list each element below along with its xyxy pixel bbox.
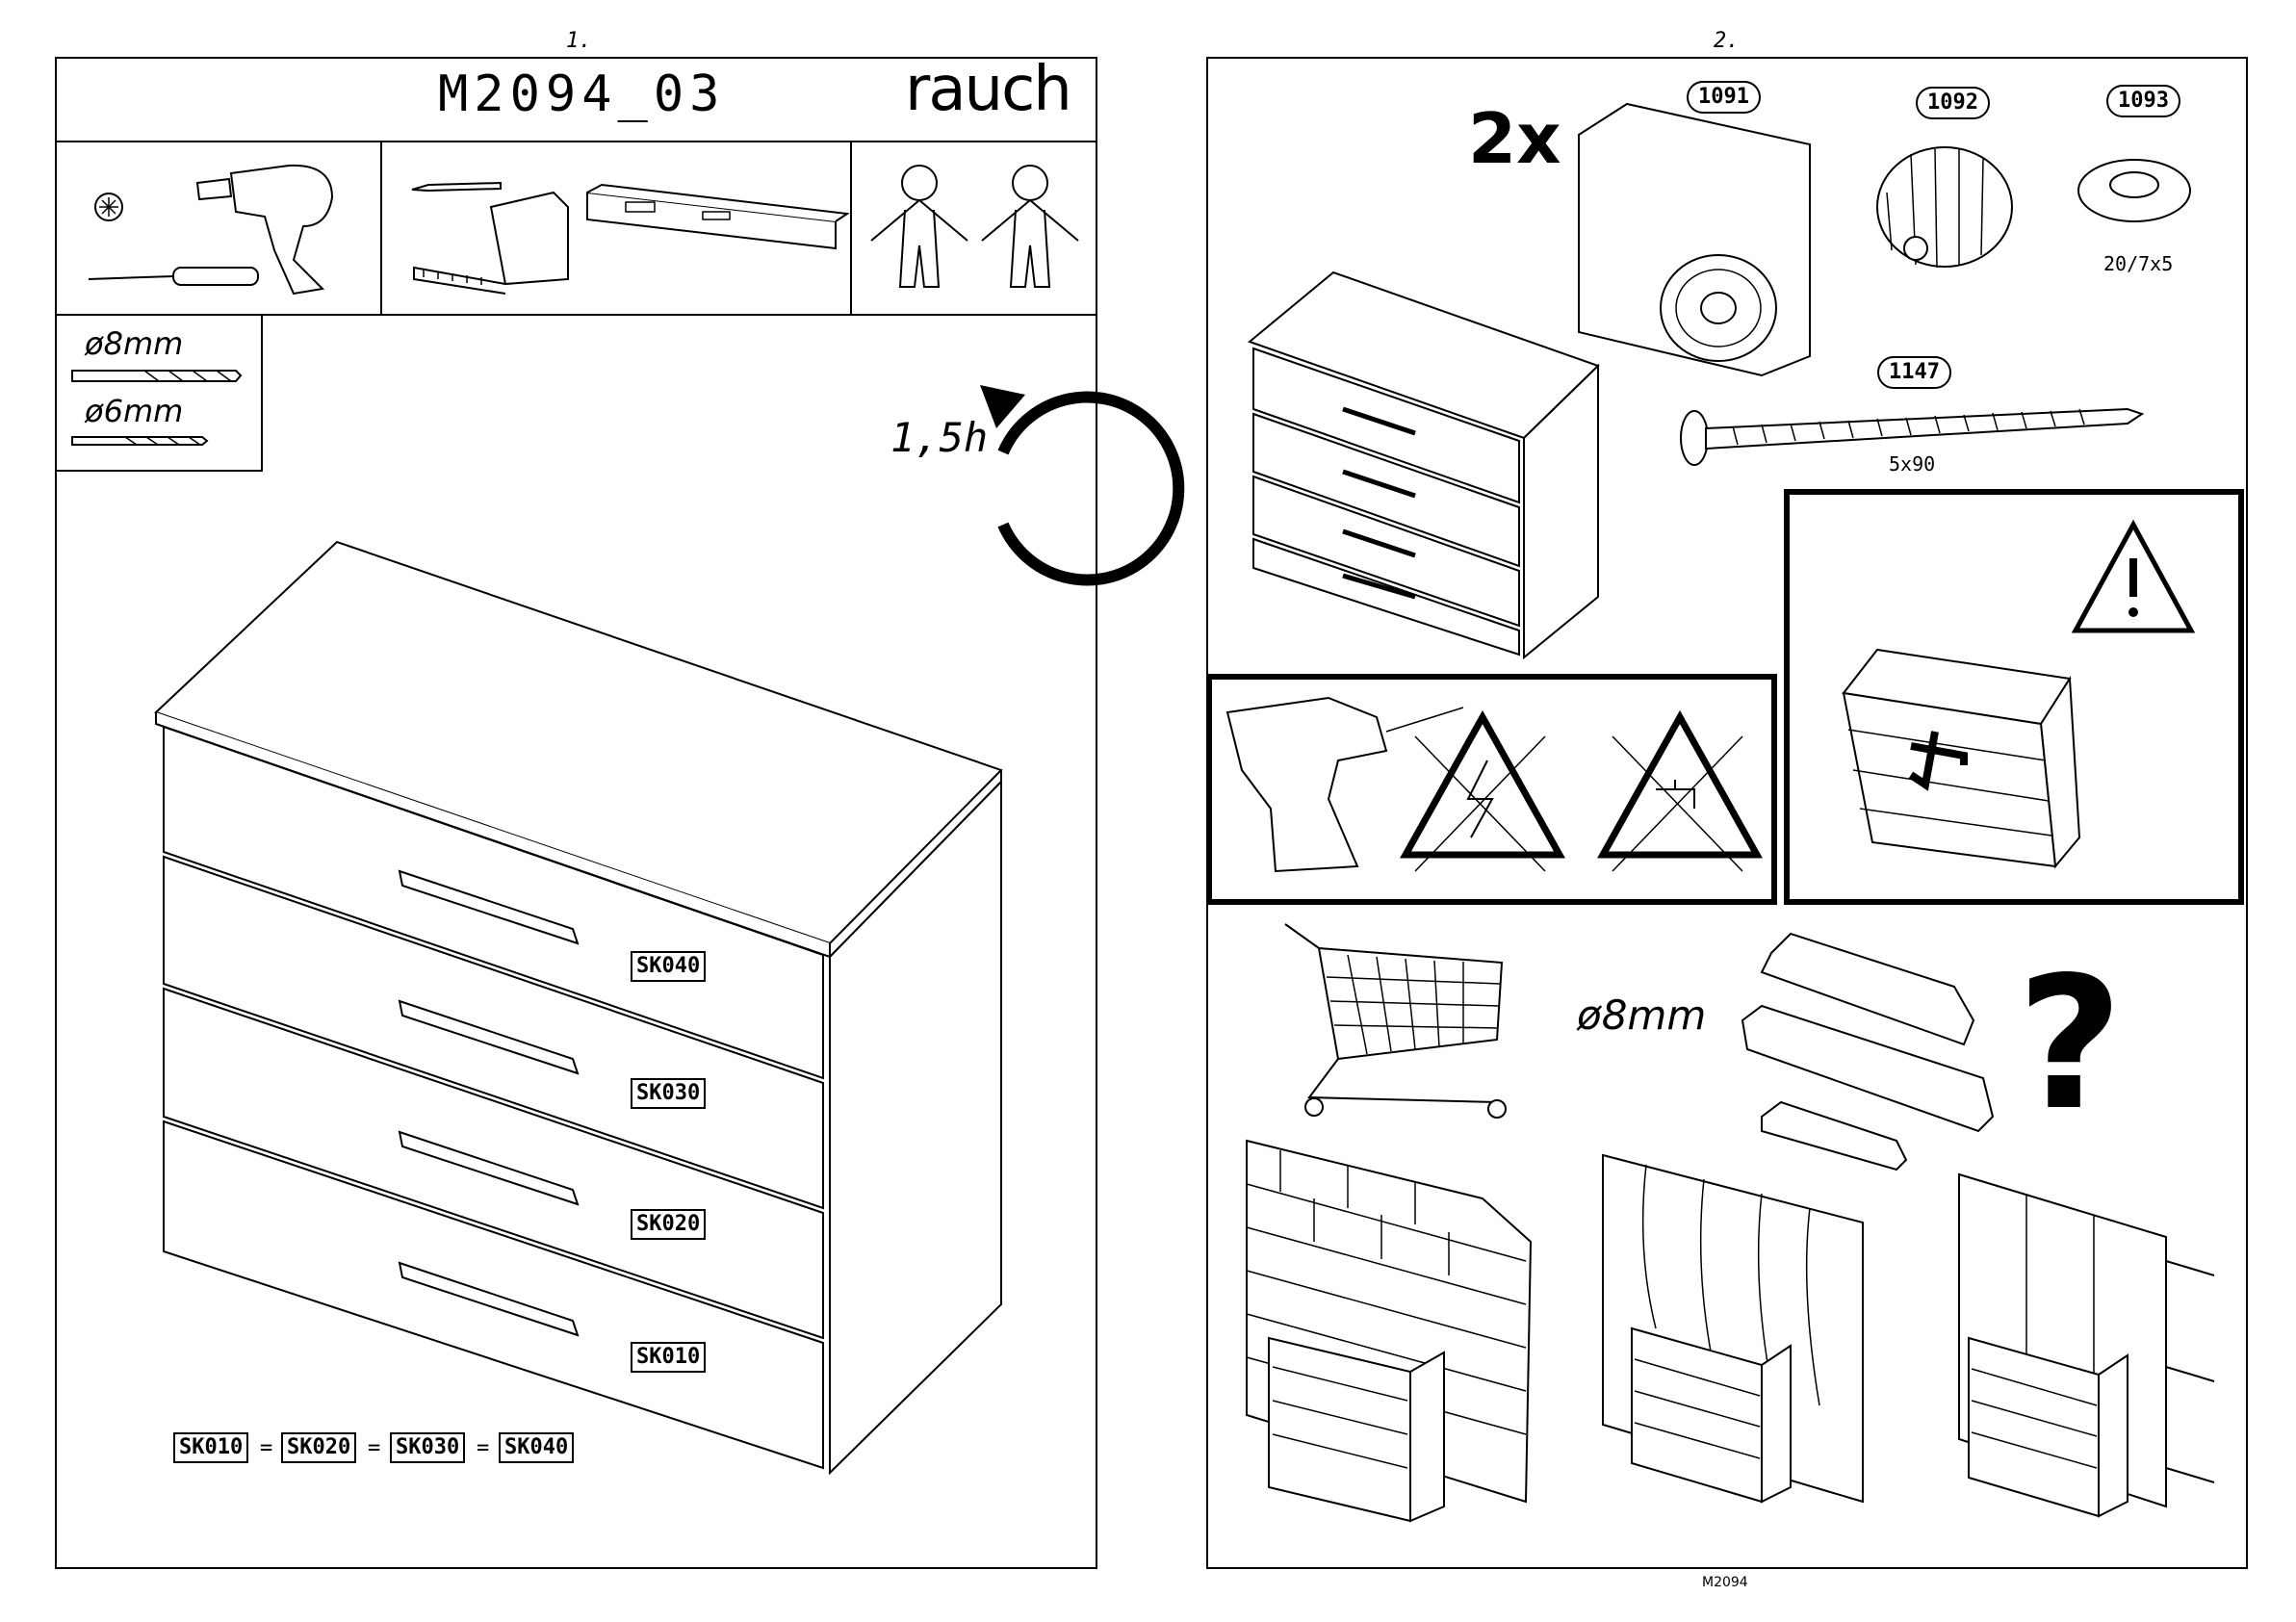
washer-icon [2078,160,2190,221]
wall-plugs-icon [1742,934,1993,1170]
footer-model: M2094 [1702,1575,1748,1590]
drywall-icon [1959,1174,2214,1516]
cam-lock-icon [1877,147,2012,268]
wood-wall-icon [1603,1155,1863,1502]
tipping-chest-icon [1844,650,2079,866]
wall-bracket-icon [1579,104,1810,375]
screw-icon [1681,409,2142,465]
drill-warning-icon [1227,698,1463,871]
no-water-pipe-icon [1603,717,1757,871]
question-mark: ? [2017,953,2123,1136]
dowel-size: ø8mm [1577,991,1706,1039]
chest-of-drawers-small [1250,272,1598,657]
shopping-cart-icon [1285,924,1506,1118]
no-electric-cable-icon [1406,717,1560,871]
brick-wall-icon [1247,1141,1531,1521]
tip-over-warning-icon [2076,525,2191,631]
